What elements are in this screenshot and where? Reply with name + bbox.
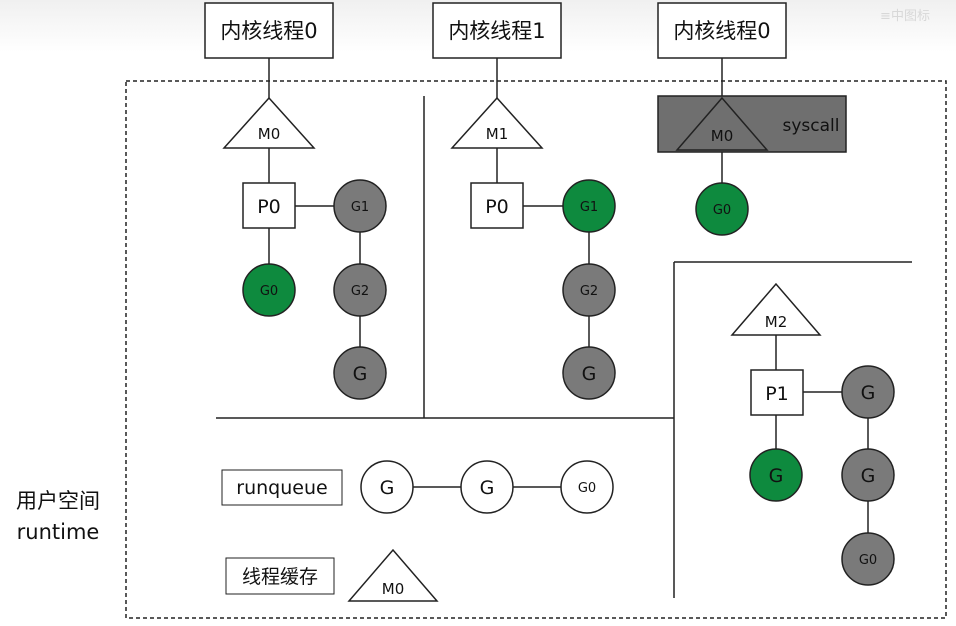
goroutine-right-queue-3 (841, 532, 895, 586)
global-goroutine-1-label: G (380, 477, 395, 499)
thread-cache-label: 线程缓存 (242, 566, 318, 588)
processor-p0-left (242, 182, 296, 229)
processor-p0-mid (470, 182, 524, 229)
goroutine-mid-queue-1-label: G2 (580, 284, 598, 299)
machine-m0-left-label: M0 (258, 125, 281, 143)
goroutine-mid-running-label: G1 (580, 200, 598, 215)
goroutine-right-queue-3-label: G0 (859, 553, 877, 568)
processor-p1-label: P1 (765, 383, 789, 405)
kernel-thread-2: 内核线程0 (657, 2, 787, 59)
machine-m0-cache (347, 548, 439, 602)
machine-m0-syscall (675, 96, 769, 151)
goroutine-mid-queue-2 (562, 346, 616, 400)
machine-m1-label: M1 (486, 125, 509, 143)
goroutine-left-queue-3 (333, 346, 387, 400)
goroutine-mid-queue-2-label: G (582, 363, 597, 385)
watermark: ≡中图标 (880, 9, 930, 24)
goroutine-right-queue-1-label: G (861, 382, 876, 404)
processor-p1 (750, 369, 804, 416)
machine-m0-cache-label: M0 (382, 580, 405, 598)
goroutine-left-queue-2-label: G2 (351, 284, 369, 299)
goroutine-right-running-label: G (769, 465, 784, 487)
goroutine-left-queue-3-label: G (353, 363, 368, 385)
goroutine-right-running (749, 448, 803, 502)
thread-cache-box (225, 557, 335, 595)
syscall-label: syscall (783, 116, 840, 136)
user-space-boundary (125, 80, 947, 619)
global-goroutine-3 (560, 460, 614, 514)
goroutine-syscall-label: G0 (713, 203, 731, 218)
goroutine-left-queue-1-label: G1 (351, 200, 369, 215)
global-goroutine-2-label: G (480, 477, 495, 499)
kernel-thread-1-label: 内核线程1 (448, 19, 545, 43)
machine-m0-syscall-label: M0 (711, 127, 734, 145)
kernel-thread-0-label: 内核线程0 (220, 19, 317, 43)
kernel-thread-2-label: 内核线程0 (673, 19, 770, 43)
processor-p0-mid-label: P0 (485, 196, 509, 218)
goroutine-left-running-label: G0 (260, 284, 278, 299)
global-goroutine-3-label: G0 (578, 481, 596, 496)
goroutine-left-running (242, 263, 296, 317)
runqueue-label: runqueue (236, 477, 327, 499)
machine-m2-label: M2 (765, 313, 788, 331)
runqueue-box (221, 469, 343, 506)
kernel-thread-1: 内核线程1 (432, 2, 562, 59)
processor-p0-left-label: P0 (257, 196, 281, 218)
goroutine-syscall (695, 182, 749, 236)
side-label-runtime: runtime (17, 520, 100, 544)
goroutine-right-queue-2-label: G (861, 465, 876, 487)
side-label-user-space: 用户空间 (16, 489, 100, 513)
kernel-thread-0: 内核线程0 (204, 2, 334, 59)
